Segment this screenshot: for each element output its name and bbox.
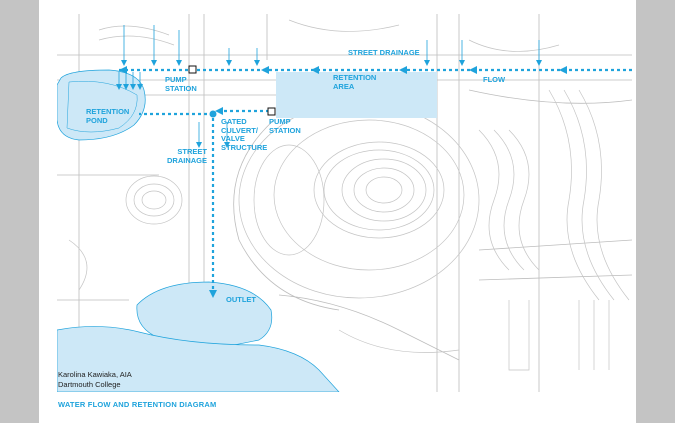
label-line: PUMP [269, 117, 291, 126]
label-line: STREET [177, 147, 208, 156]
label-outlet: OUTLET [226, 295, 256, 304]
credit-name: Karolina Kawiaka, AIA [58, 370, 132, 379]
label-line: STATION [165, 83, 197, 93]
label-street-drainage-top: STREET DRAINAGE [348, 48, 420, 57]
label-pump-station-1: PUMP STATION [165, 75, 197, 93]
lake-outlet-fill [136, 281, 273, 349]
valve-node-icon [209, 110, 217, 118]
label-line: VALVE [221, 134, 245, 143]
street-grid [57, 14, 632, 392]
label-retention-area: RETENTION AREA [333, 73, 377, 91]
label-line: AREA [333, 81, 355, 91]
label-line: CULVERT/ [221, 125, 258, 135]
retention-area-fill [276, 72, 437, 118]
label-line: DRAINAGE [167, 155, 208, 165]
figure-caption: WATER FLOW AND RETENTION DIAGRAM [58, 400, 217, 409]
label-line: PUMP [165, 75, 187, 84]
pump-station-icon [188, 65, 197, 74]
label-line: RETENTION [333, 73, 377, 82]
label-line: GATED [221, 117, 247, 126]
label-pump-station-2: PUMP STATION [269, 117, 301, 135]
label-line: RETENTION [86, 107, 130, 116]
arrow-icon [116, 60, 567, 298]
label-line: POND [86, 115, 108, 125]
label-line: STRUCTURE [221, 142, 268, 152]
label-flow: FLOW [483, 75, 506, 84]
label-line: STATION [269, 125, 301, 135]
label-gated-culvert: GATED CULVERT/ VALVE STRUCTURE [221, 117, 268, 152]
site-map [57, 14, 632, 392]
lower-lake-fill [57, 326, 340, 392]
label-retention-pond: RETENTION POND [86, 107, 130, 125]
contour-lines [68, 19, 630, 371]
label-street-drainage-left: STREET DRAINAGE [167, 147, 208, 165]
credit-block: Karolina Kawiaka, AIA Dartmouth College [58, 370, 132, 389]
flow-lines [118, 25, 632, 292]
credit-org: Dartmouth College [58, 379, 121, 389]
diagram-sheet: STREET DRAINAGE PUMP STATION RETENTION A… [39, 0, 636, 423]
pump-station-icon [267, 107, 276, 116]
retention-pond-fill [57, 69, 146, 141]
